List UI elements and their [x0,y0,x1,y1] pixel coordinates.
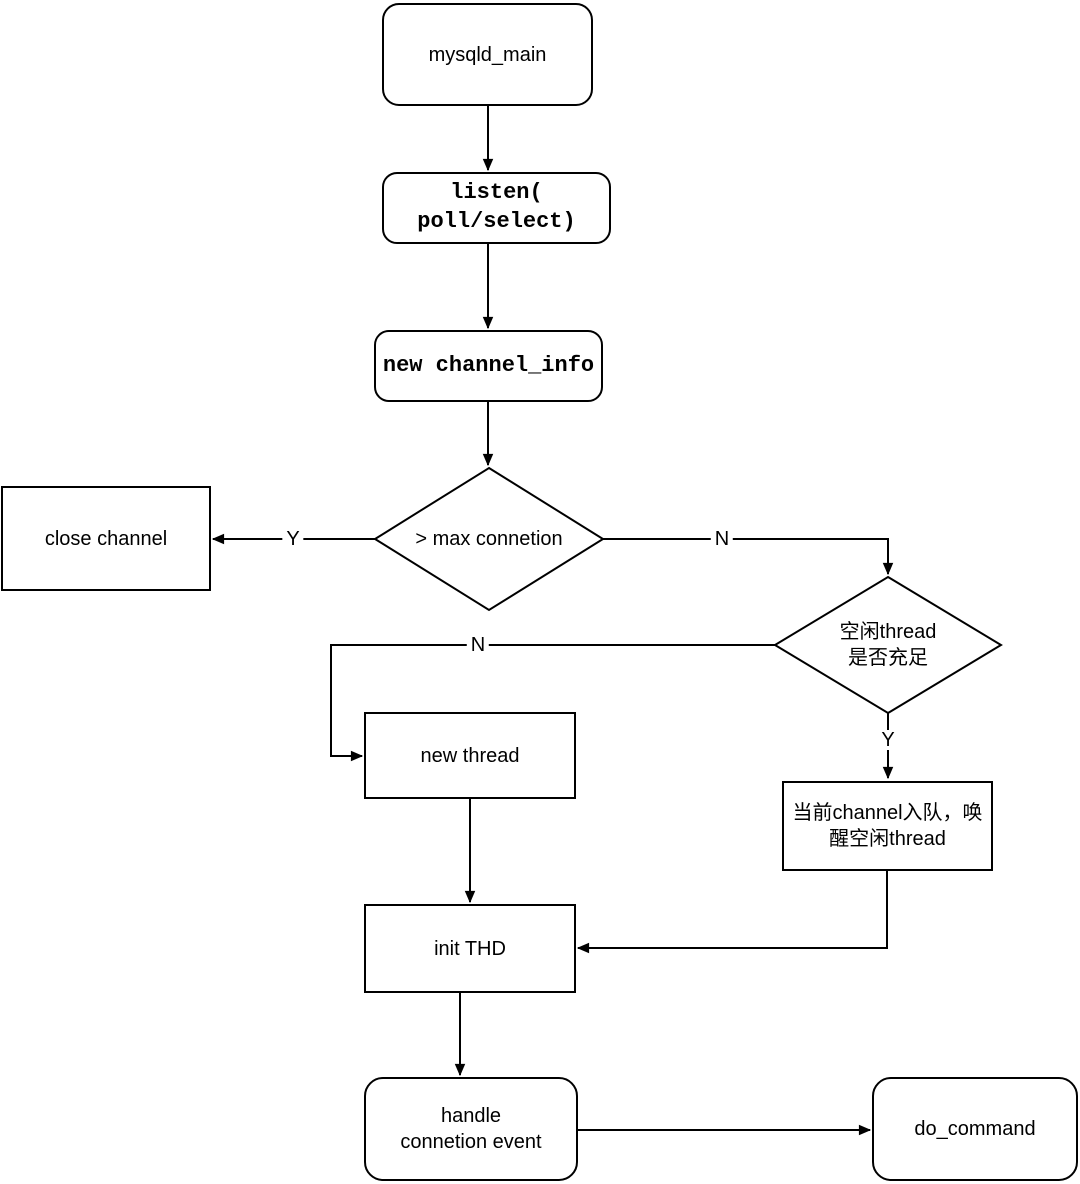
node-mysqld-main-shape [382,3,593,106]
node-handle-connection-event-label: handle connetion event [400,1105,542,1153]
node-idle-thread-decision-label: 空闲thread 是否充足 [839,621,937,669]
node-idle-thread-decision-shape [773,575,1003,715]
node-handle-connection-event-shape [364,1077,578,1181]
node-new-channel-info-label: new channel_info [382,352,595,378]
edge-enqueue-to-init-thd [576,870,888,954]
node-enqueue-channel-label: 当前channel入队，唤 醒空闲thread [792,802,983,850]
edge-label-max-conn-no: N [710,529,734,549]
node-close-channel-label: close channel [44,527,168,550]
node-mysqld-main-label: mysqld_main [428,43,547,66]
edge-label-max-conn-yes: Y [282,529,304,549]
node-new-channel-info-shape [374,330,603,402]
node-max-connection-decision-shape [373,466,605,612]
node-new-thread-shape [364,712,576,799]
node-listen-shape [382,172,611,244]
node-init-thd-shape [364,904,576,993]
edge-idle-no-to-new-thread [330,644,775,762]
node-init-thd-label: init THD [434,937,506,960]
node-close-channel-shape [1,486,211,591]
node-do-command-label: do_command [914,1118,1036,1140]
node-new-thread-label: new thread [420,744,520,767]
edge-maxconn-no-to-idle [603,538,894,576]
node-max-connection-decision-label: > max connetion [415,528,563,550]
node-listen-label: listen( poll/select) [417,180,576,234]
node-enqueue-channel-shape [782,781,993,871]
edge-label-idle-no: N [466,635,490,655]
node-do-command-shape [872,1077,1078,1181]
edge-label-idle-yes: Y [877,730,899,750]
